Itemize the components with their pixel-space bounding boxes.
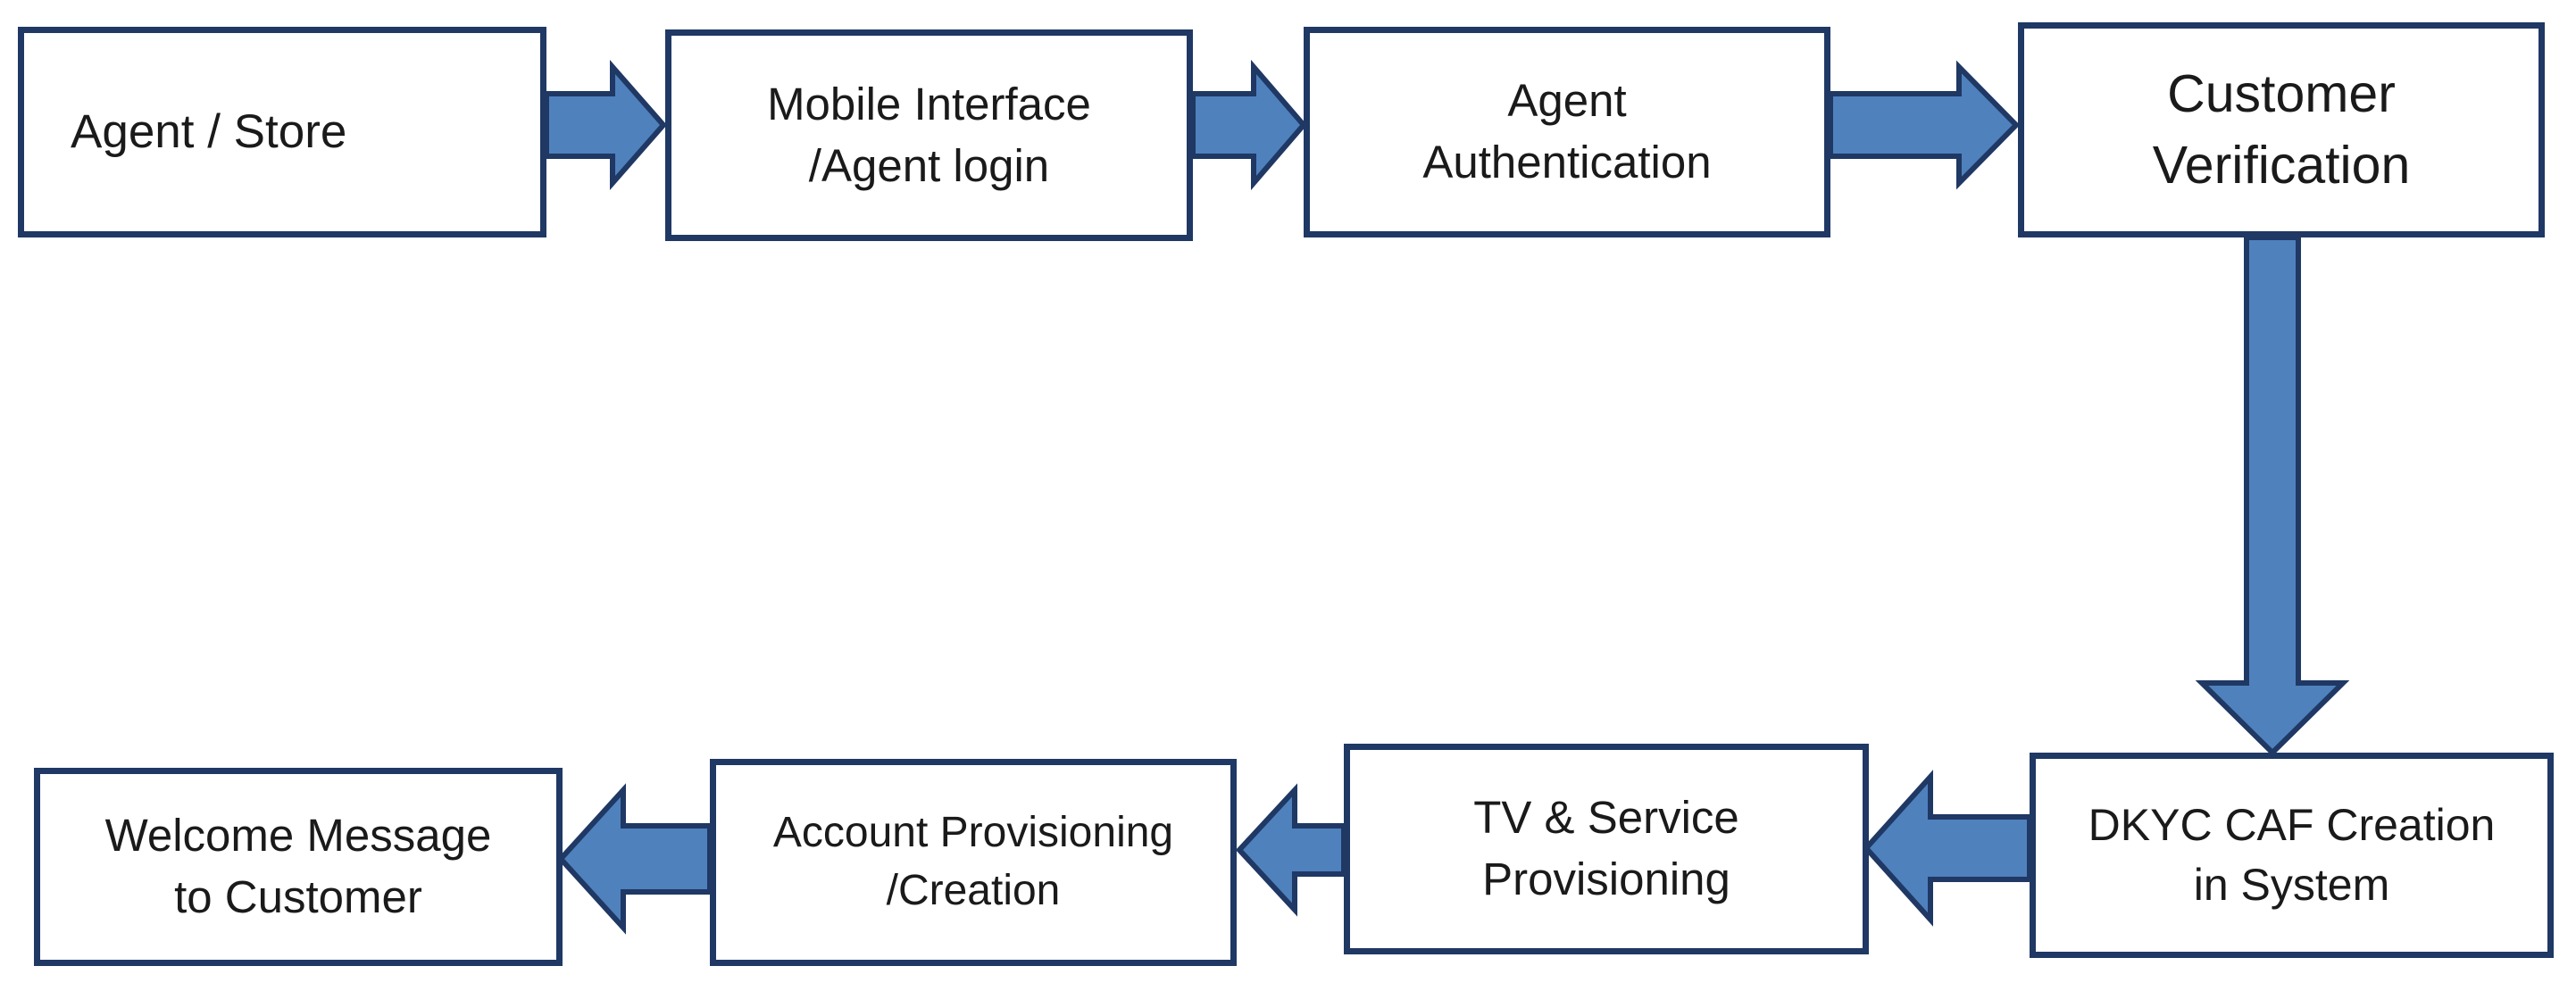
- node-account-provisioning: Account Provisioning /Creation: [710, 759, 1237, 966]
- node-agent-authentication-label: Agent Authentication: [1422, 75, 1712, 187]
- node-mobile-interface: Mobile Interface /Agent login: [665, 29, 1193, 241]
- arrow-mobile-interface-to-agent-authentication: [1190, 59, 1307, 191]
- node-tv-service: TV & Service Provisioning: [1344, 744, 1869, 954]
- node-agent-authentication: Agent Authentication: [1304, 27, 1830, 237]
- node-agent-store-label: Agent / Store: [71, 105, 347, 159]
- node-tv-service-label: TV & Service Provisioning: [1473, 792, 1739, 904]
- arrow-dkyc-caf-to-tv-service: [1862, 770, 2032, 927]
- node-customer-verification: Customer Verification: [2018, 22, 2545, 237]
- node-dkyc-caf-label: DKYC CAF Creation in System: [2088, 799, 2496, 911]
- node-agent-store: Agent / Store: [18, 27, 546, 237]
- node-dkyc-caf: DKYC CAF Creation in System: [2030, 753, 2554, 958]
- arrow-agent-authentication-to-customer-verification: [1828, 60, 2021, 190]
- node-account-provisioning-label: Account Provisioning /Creation: [772, 809, 1174, 914]
- arrow-account-provisioning-to-welcome-message: [556, 783, 713, 935]
- node-welcome-message-label: Welcome Message to Customer: [104, 810, 492, 922]
- node-welcome-message: Welcome Message to Customer: [34, 768, 563, 966]
- arrow-tv-service-to-account-provisioning: [1235, 783, 1346, 917]
- arrow-customer-verification-to-dkyc-caf: [2195, 235, 2350, 757]
- node-customer-verification-label: Customer Verification: [2152, 63, 2411, 195]
- arrow-agent-store-to-mobile-interface: [544, 60, 667, 190]
- node-mobile-interface-label: Mobile Interface /Agent login: [767, 78, 1091, 191]
